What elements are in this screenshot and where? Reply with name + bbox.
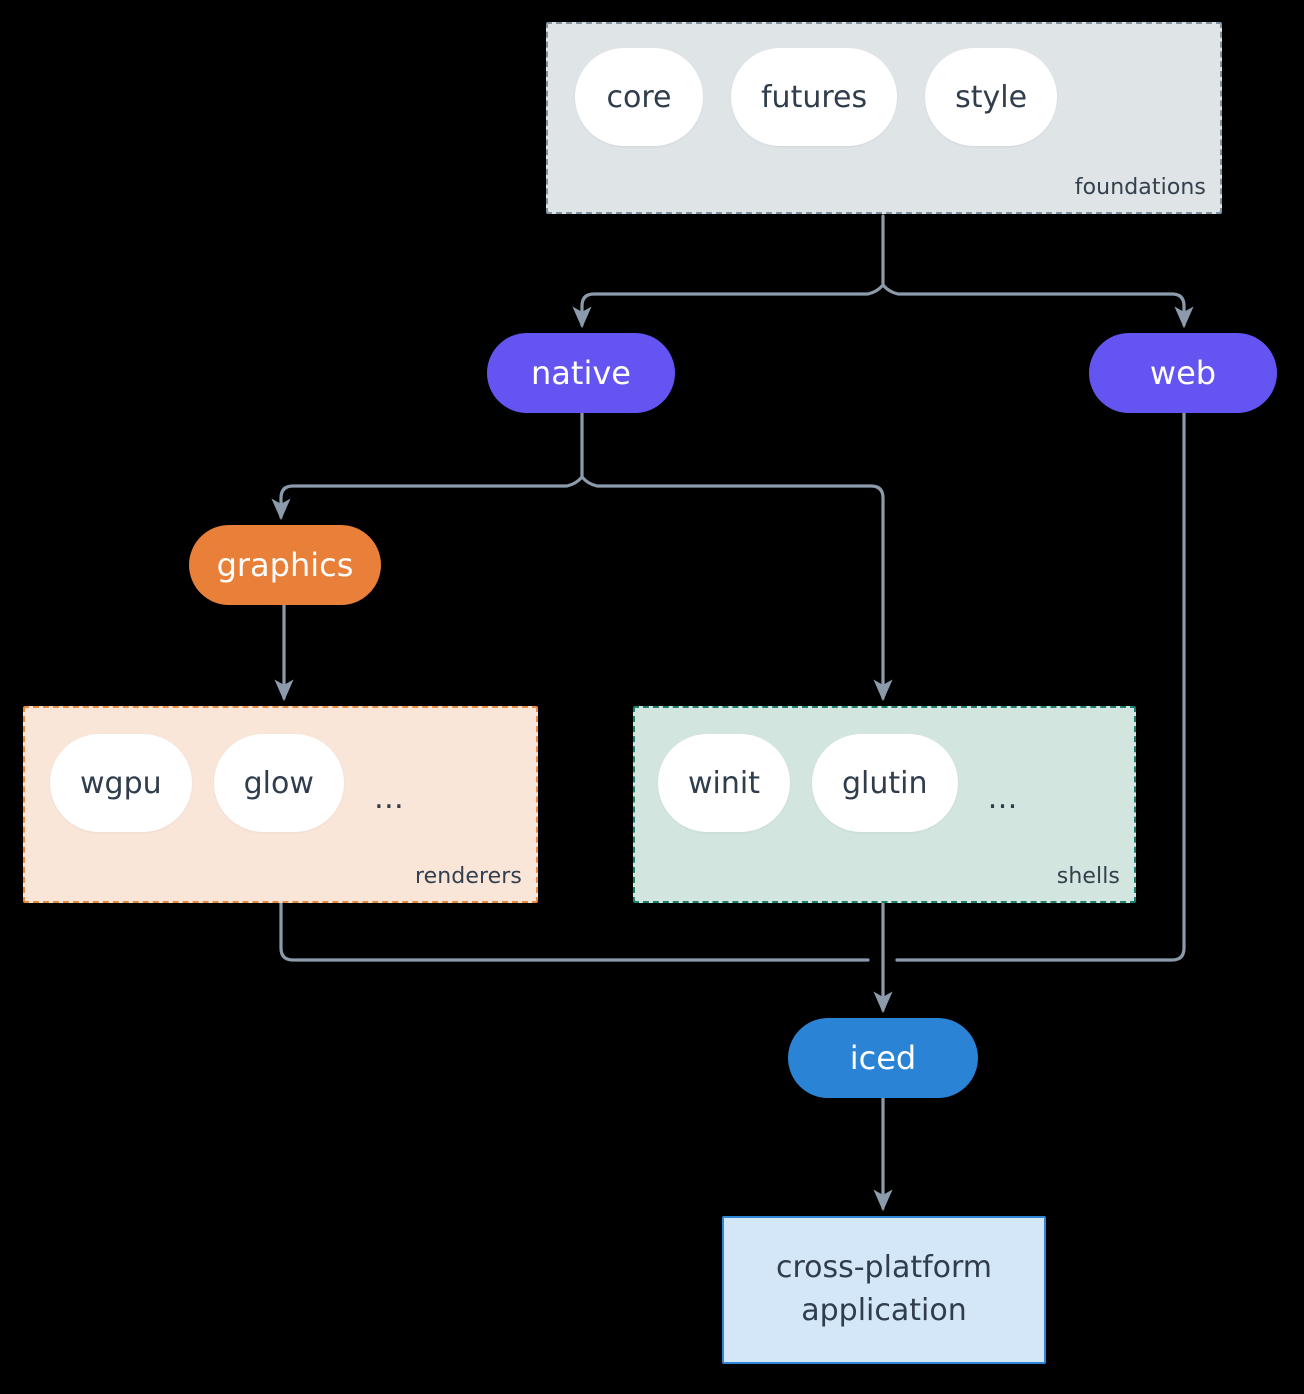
shells-overflow-ellipsis: … (987, 780, 1018, 816)
renderers-pill-row: wgpu glow … (50, 734, 412, 832)
node-native[interactable]: native (487, 333, 675, 413)
cluster-label-shells: shells (1056, 864, 1120, 889)
node-cross-platform-application[interactable]: cross-platform application (722, 1216, 1046, 1364)
cluster-shells[interactable]: winit glutin … shells (633, 706, 1136, 903)
edge-foundations-to-web (881, 283, 1194, 329)
edge-foundations-to-native (572, 283, 885, 329)
cluster-label-renderers: renderers (414, 864, 522, 889)
pill-style[interactable]: style (925, 48, 1058, 146)
pill-wgpu[interactable]: wgpu (50, 734, 192, 832)
application-line-2: application (801, 1293, 967, 1328)
node-graphics[interactable]: graphics (189, 525, 381, 605)
pill-futures[interactable]: futures (731, 48, 898, 146)
foundations-pill-row: core futures style (575, 48, 1058, 146)
pill-glow[interactable]: glow (213, 734, 344, 832)
renderers-overflow-ellipsis: … (373, 780, 404, 816)
shells-pill-row: winit glutin … (658, 734, 1026, 832)
node-web[interactable]: web (1089, 333, 1277, 413)
pill-glutin[interactable]: glutin (811, 734, 958, 832)
edge-renderers-to-iced (279, 901, 870, 962)
cluster-label-foundations: foundations (1074, 175, 1206, 200)
cluster-foundations[interactable]: core futures style foundations (546, 22, 1222, 214)
application-line-1: cross-platform (775, 1250, 993, 1286)
edge-native-to-graphics (271, 475, 584, 521)
cluster-renderers[interactable]: wgpu glow … renderers (23, 706, 538, 903)
edge-native-to-shells (580, 475, 893, 702)
pill-winit[interactable]: winit (658, 734, 790, 832)
pill-core[interactable]: core (575, 48, 703, 146)
node-iced[interactable]: iced (788, 1018, 978, 1098)
